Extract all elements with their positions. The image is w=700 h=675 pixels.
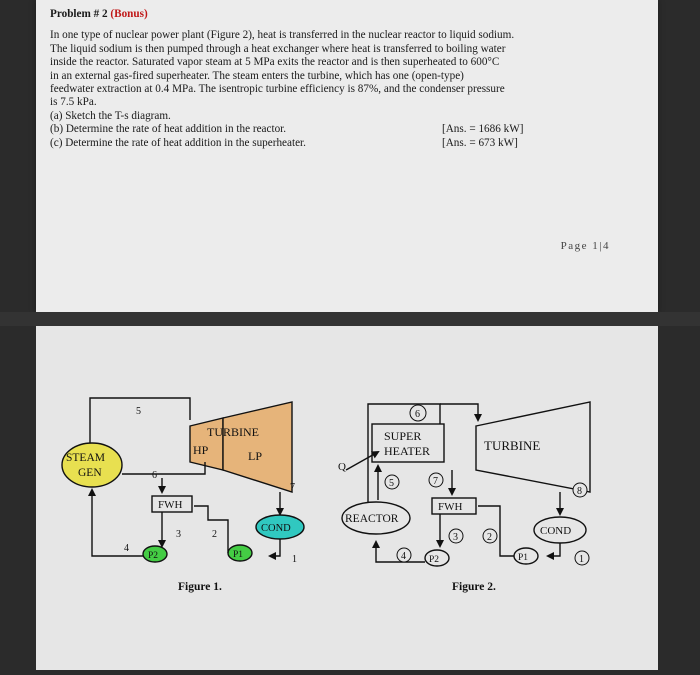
fig1-state-3: 3 bbox=[176, 529, 181, 540]
fig2-fwh-label: FWH bbox=[438, 501, 463, 513]
steam-generator bbox=[61, 442, 123, 488]
fig1-turbine-label: TURBINE bbox=[207, 425, 259, 439]
turbine-f2 bbox=[475, 401, 591, 493]
problem-line: inside the reactor. Saturated vapor stea… bbox=[50, 56, 500, 69]
answer-c: [Ans. = 673 kW] bbox=[442, 136, 518, 149]
question-text: (a) Sketch the T-s diagram. bbox=[50, 109, 171, 122]
fig1-state-6: 6 bbox=[152, 470, 157, 481]
fig2-caption: Figure 2. bbox=[452, 581, 496, 593]
fig2-reactor-label: REACTOR bbox=[345, 513, 399, 525]
pump-2-f2 bbox=[424, 549, 450, 567]
page-2: TURBINE HP LP STEAM GEN FWH COND P1 P2 1… bbox=[36, 326, 658, 670]
fig2-super-label: SUPER bbox=[384, 429, 421, 443]
fig1-state-4: 4 bbox=[124, 543, 129, 554]
fig1-p2-label: P2 bbox=[148, 551, 158, 561]
fig2-q-label: Q bbox=[338, 461, 346, 473]
line-5 bbox=[89, 397, 191, 452]
fig2-state-6: 6 bbox=[415, 409, 420, 420]
page-number: Page 1|4 bbox=[560, 240, 610, 252]
line-2-f2 bbox=[478, 505, 514, 557]
fig1-state-1: 1 bbox=[292, 554, 297, 565]
line-1 bbox=[268, 539, 281, 560]
question-a: (a) Sketch the T-s diagram. bbox=[50, 110, 610, 123]
line-6-top bbox=[367, 403, 441, 506]
pump-2 bbox=[142, 545, 168, 563]
question-text: (b) Determine the rate of heat addition … bbox=[50, 123, 287, 136]
problem-line: feedwater extraction at 0.4 MPa. The ise… bbox=[50, 83, 505, 96]
fig2-state-1: 1 bbox=[579, 554, 584, 565]
superheater bbox=[371, 423, 445, 463]
fig2-state-7: 7 bbox=[433, 476, 438, 487]
line-1-f2 bbox=[546, 543, 561, 560]
fig2-state-3: 3 bbox=[453, 532, 458, 543]
fig1-state-5: 5 bbox=[136, 406, 141, 417]
fig2-state-5: 5 bbox=[389, 478, 394, 489]
fig2-turbine-label: TURBINE bbox=[484, 438, 540, 453]
figure-1-labels: TURBINE HP LP STEAM GEN FWH COND P1 P2 1… bbox=[66, 406, 297, 593]
line-4-f2 bbox=[372, 540, 425, 563]
fig2-p1-label: P1 bbox=[518, 553, 528, 563]
reactor bbox=[341, 501, 411, 535]
problem-line: The liquid sodium is then pumped through… bbox=[50, 42, 506, 55]
fig1-cond-label: COND bbox=[261, 523, 291, 534]
fig1-state-7: 7 bbox=[290, 482, 295, 493]
fig1-state-2: 2 bbox=[212, 529, 217, 540]
fig2-state-4: 4 bbox=[401, 551, 406, 562]
fig2-state-8: 8 bbox=[577, 486, 582, 497]
problem-text: Problem # 2 (Bonus) In one type of nucle… bbox=[50, 8, 610, 150]
problem-line: In one type of nuclear power plant (Figu… bbox=[50, 29, 515, 42]
fig2-state-2: 2 bbox=[487, 532, 492, 543]
problem-paragraph: In one type of nuclear power plant (Figu… bbox=[50, 29, 610, 109]
q-arrow bbox=[345, 451, 380, 471]
fig1-caption: Figure 1. bbox=[178, 581, 222, 593]
question-c: (c) Determine the rate of heat addition … bbox=[50, 137, 610, 150]
fig2-cond-label: COND bbox=[540, 525, 571, 537]
problem-line: is 7.5 kPa. bbox=[50, 96, 97, 109]
line-2 bbox=[194, 505, 229, 553]
fig1-lp-label: LP bbox=[248, 449, 262, 463]
line-to-turbine bbox=[440, 403, 482, 422]
line-4 bbox=[88, 488, 143, 557]
fig2-heater-label: HEATER bbox=[384, 444, 430, 458]
fig1-gen-label: GEN bbox=[78, 467, 102, 479]
fig1-p1-label: P1 bbox=[233, 550, 243, 560]
figure-2 bbox=[341, 401, 591, 567]
turbine-lp bbox=[222, 401, 293, 493]
fig1-fwh-label: FWH bbox=[158, 499, 183, 511]
question-text: (c) Determine the rate of heat addition … bbox=[50, 136, 306, 149]
fwh-1 bbox=[151, 495, 193, 513]
figure-1 bbox=[61, 397, 305, 563]
page-1: Problem # 2 (Bonus) In one type of nucle… bbox=[36, 0, 658, 312]
fig2-p2-label: P2 bbox=[429, 555, 439, 565]
fig1-steam-label: STEAM bbox=[66, 452, 105, 464]
page-gap bbox=[0, 312, 700, 326]
figure-2-labels: SUPER HEATER TURBINE REACTOR FWH COND P1… bbox=[338, 429, 571, 593]
problem-line: in an external gas-fired superheater. Th… bbox=[50, 69, 464, 82]
bonus-label: (Bonus) bbox=[110, 8, 148, 20]
answer-b: [Ans. = 1686 kW] bbox=[442, 123, 524, 136]
figure-2-states: 1 2 3 4 5 6 7 8 bbox=[384, 404, 590, 566]
problem-title: Problem # 2 (Bonus) bbox=[50, 8, 610, 21]
question-b: (b) Determine the rate of heat addition … bbox=[50, 123, 610, 136]
problem-number: Problem # 2 bbox=[50, 8, 108, 20]
fwh-2 bbox=[431, 497, 477, 515]
line-6 bbox=[122, 462, 206, 475]
figures-svg: TURBINE HP LP STEAM GEN FWH COND P1 P2 1… bbox=[61, 397, 591, 593]
fig1-hp-label: HP bbox=[193, 443, 209, 457]
